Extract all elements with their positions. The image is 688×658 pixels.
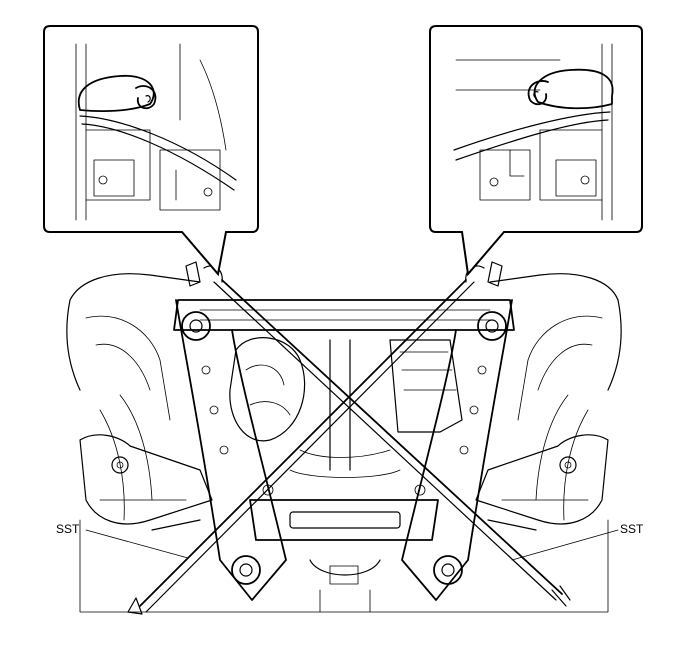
vehicle-underbody [66,273,622,613]
callout-left-detail [75,43,237,221]
subframe [173,299,515,601]
callout-right [429,25,643,277]
right-sst-label: SST [620,522,644,536]
sst-strap-left [213,279,571,607]
callout-left [43,25,259,277]
center-components [229,337,463,613]
right-sst-leader [511,529,619,561]
left-sst-label: SST [56,522,80,536]
left-suspension-arm [79,434,213,531]
sst-strap-right [127,279,475,615]
left-sst-callout: SST [56,522,189,559]
left-sst-leader [85,529,189,559]
right-suspension-arm [475,434,609,531]
right-sst-callout: SST [511,522,644,561]
callout-right-detail [453,43,614,221]
